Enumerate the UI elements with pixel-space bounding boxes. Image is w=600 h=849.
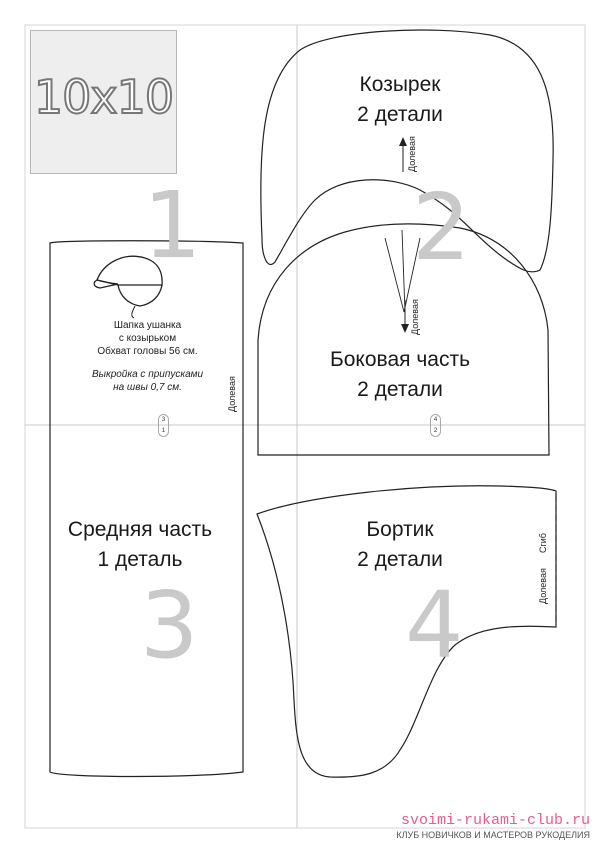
- page-frame: [24, 24, 586, 829]
- page-number-1: 1: [143, 172, 202, 279]
- visor-title-count: 2 детали: [357, 103, 443, 126]
- scale-square: [30, 30, 177, 174]
- middle-title-name: Средняя часть: [67, 518, 213, 541]
- scale-label: 10x10: [33, 69, 175, 125]
- edge-title-count: 2 детали: [357, 548, 443, 571]
- side-dart-center: [401, 229, 406, 313]
- info-line-2: с козырьком: [118, 333, 177, 344]
- page-number-4: 4: [405, 572, 464, 679]
- middle-piece-outline: [49, 240, 244, 778]
- side-title-name: Боковая часть: [329, 348, 471, 371]
- edge-title: Бортик 2 детали: [300, 515, 500, 575]
- join-marker-1-bottom: 1: [161, 428, 166, 434]
- grain-label-middle: Долевая: [227, 376, 237, 412]
- side-title: Боковая часть 2 детали: [300, 345, 500, 405]
- middle-title-count: 1 деталь: [97, 548, 183, 571]
- join-marker-2-bottom: 2: [433, 428, 438, 434]
- middle-title: Средняя часть 1 деталь: [40, 515, 240, 575]
- info-line-3: Обхват головы 56 см.: [97, 346, 198, 357]
- watermark-club: КЛУБ НОВИЧКОВ И МАСТЕРОВ РУКОДЕЛИЯ: [396, 830, 590, 840]
- side-dart: [384, 237, 421, 313]
- fold-label-edge: Сгиб: [538, 533, 548, 553]
- grain-label-visor: Долевая: [407, 136, 417, 172]
- join-marker-1: 3 1: [158, 414, 169, 437]
- grain-label-edge: Долевая: [538, 568, 548, 604]
- join-marker-2-top: 4: [433, 417, 438, 423]
- watermark: svoimi-rukami-club.ru КЛУБ НОВИЧКОВ И МА…: [396, 812, 590, 840]
- cap-illustration: [93, 255, 163, 319]
- info-line-1: Шапка ушанка: [113, 320, 182, 331]
- join-marker-2: 4 2: [430, 414, 441, 437]
- visor-title: Козырек 2 детали: [300, 70, 500, 130]
- grain-arrow-down: [401, 324, 409, 333]
- info-line-5: на швы 0,7 см.: [113, 382, 182, 393]
- info-line-4: Выкройка с припусками: [91, 369, 204, 380]
- edge-piece-outline: [256, 485, 557, 778]
- watermark-url[interactable]: svoimi-rukami-club.ru: [400, 812, 590, 829]
- visor-title-name: Козырек: [359, 73, 441, 96]
- page-number-2: 2: [412, 174, 471, 281]
- page-number-3: 3: [140, 572, 199, 679]
- side-piece-outline: [257, 223, 550, 456]
- visor-outline: [260, 29, 554, 273]
- pattern-info: Шапка ушанка с козырьком Обхват головы 5…: [60, 319, 235, 394]
- join-marker-1-top: 3: [161, 417, 166, 423]
- grain-label-side: Долевая: [410, 299, 420, 335]
- grain-arrow-up: [399, 137, 407, 146]
- side-title-count: 2 детали: [357, 378, 443, 401]
- edge-title-name: Бортик: [366, 518, 434, 541]
